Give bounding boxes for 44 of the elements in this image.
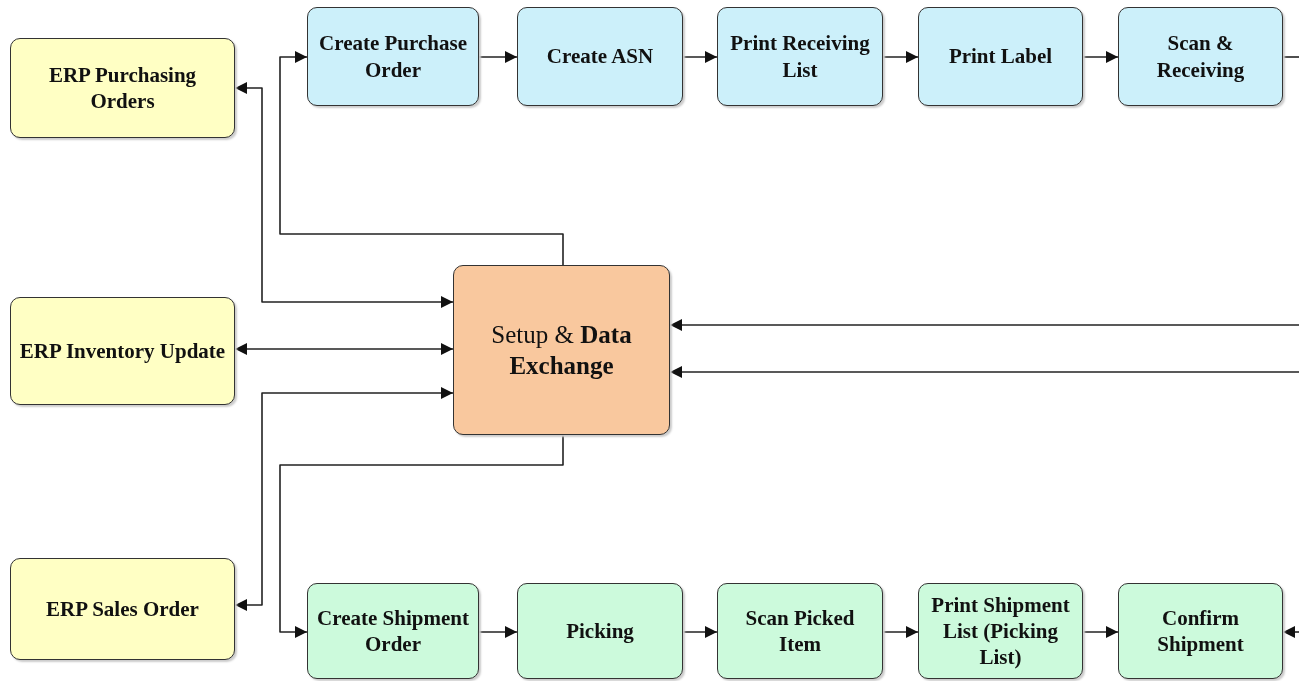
box-label: Setup & Data Exchange (490, 319, 633, 381)
box-label: Picking (565, 617, 635, 645)
arrow (1282, 626, 1299, 638)
process-box (10, 558, 235, 660)
box-label: ERP Sales Order (45, 595, 200, 623)
arrow (1082, 51, 1119, 63)
arrow (682, 626, 718, 638)
arrow (234, 343, 454, 355)
arrow (669, 366, 1299, 378)
box-label: Create ASN (545, 43, 655, 70)
arrow (682, 51, 718, 63)
box-label: Scan & Receiving (1155, 30, 1246, 83)
box-label: Print Label (947, 43, 1054, 70)
process-box (453, 265, 670, 435)
box-label: ERP Inventory Update (18, 337, 227, 365)
process-box (1118, 7, 1283, 106)
box-label: ERP Purchasing Orders (47, 61, 198, 115)
process-box (918, 583, 1083, 679)
box-label: Create Purchase Order (318, 30, 468, 83)
arrow (478, 626, 518, 638)
process-box (307, 583, 479, 679)
process-box (918, 7, 1083, 106)
process-box (717, 7, 883, 106)
box-label: Scan Picked Item (744, 604, 856, 658)
arrow (234, 82, 454, 308)
process-box (517, 7, 683, 106)
arrow (279, 51, 564, 266)
process-box (517, 583, 683, 679)
box-label: Confirm Shipment (1156, 604, 1245, 658)
arrow (279, 434, 564, 638)
box-label: Print Receiving List (729, 30, 871, 83)
arrow (882, 626, 919, 638)
process-box (717, 583, 883, 679)
arrow (234, 387, 454, 611)
box-label: Print Shipment List (Picking List) (930, 591, 1071, 671)
process-box (10, 297, 235, 405)
box-label: Create Shipment Order (316, 604, 470, 658)
arrow (669, 319, 1299, 331)
arrow (882, 51, 919, 63)
arrow (1082, 626, 1119, 638)
process-box (10, 38, 235, 138)
arrow (478, 51, 518, 63)
process-box (1118, 583, 1283, 679)
process-box (307, 7, 479, 106)
